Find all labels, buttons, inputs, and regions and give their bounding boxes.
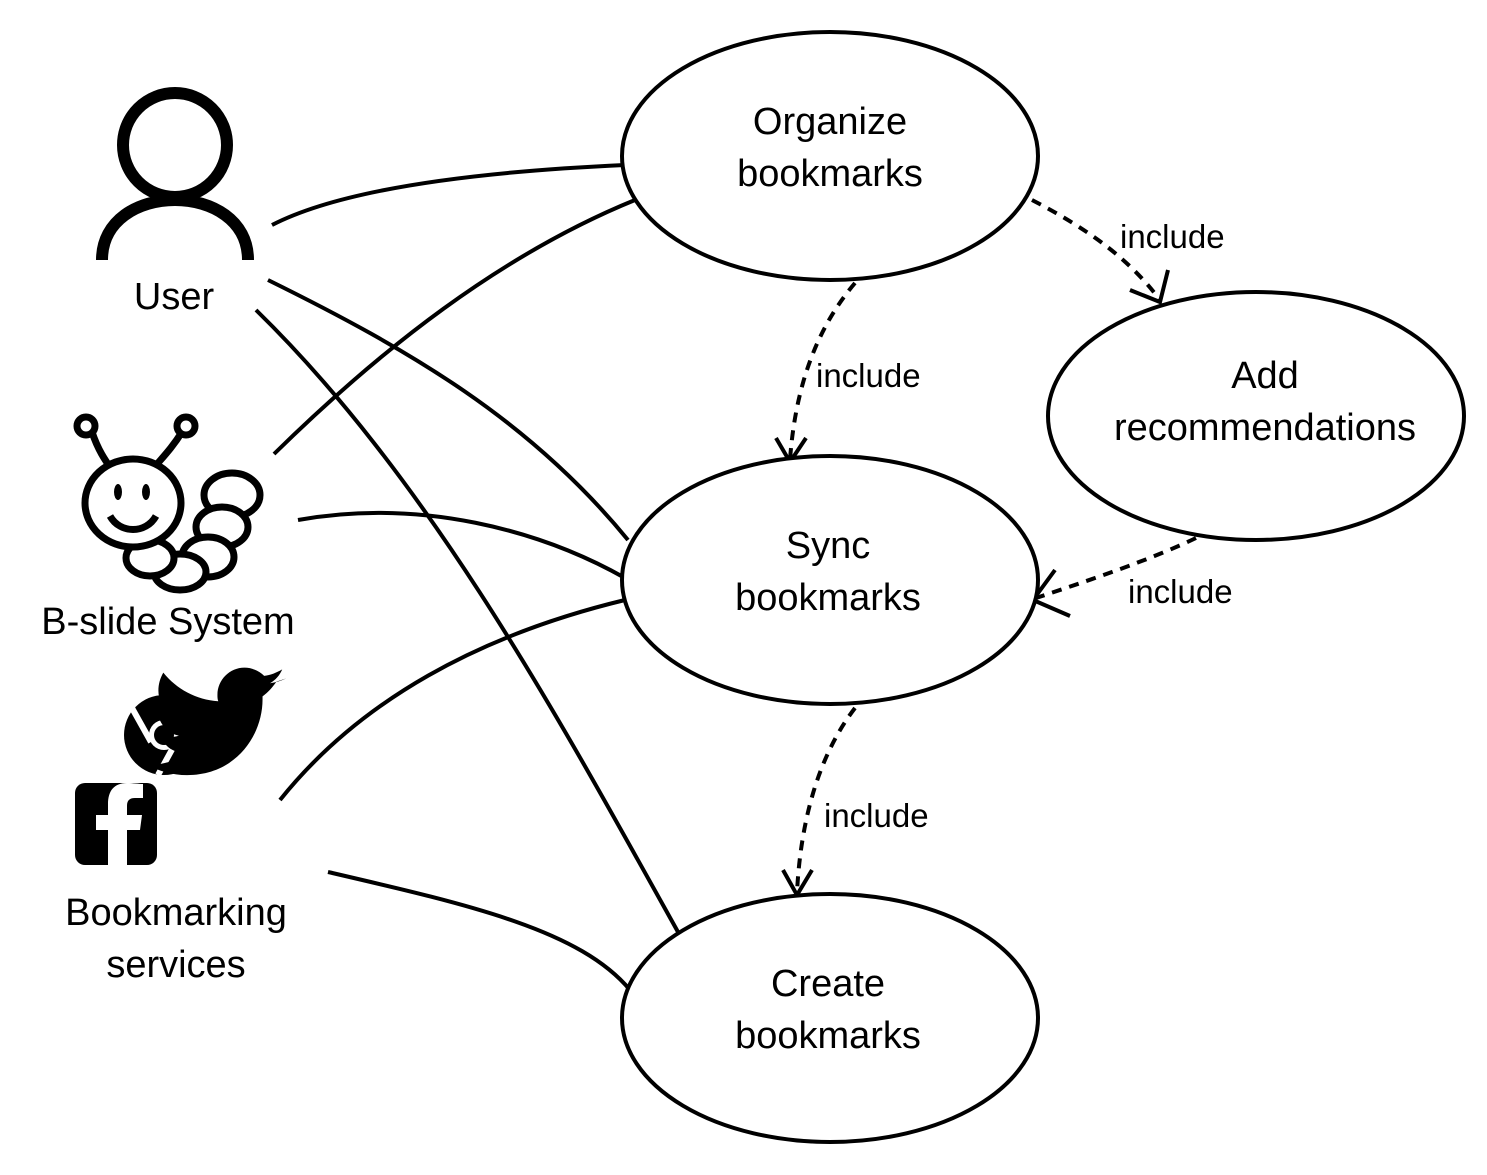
use-case-organize-line1: Organize	[753, 101, 907, 143]
include-label-organize-sync: include	[816, 357, 921, 394]
assoc-user-create	[254, 308, 680, 933]
use-case-organize-line2: bookmarks	[737, 153, 923, 195]
assoc-services-create	[327, 870, 632, 992]
use-case-sync-line1: Sync	[786, 525, 870, 567]
actor-services-label-line1: Bookmarking	[65, 892, 287, 934]
use-case-organize-ellipse	[620, 30, 1040, 282]
actor-services: Bookmarking services	[65, 667, 287, 986]
include-line-sync-create	[795, 706, 857, 894]
use-case-organize: Organize bookmarks	[620, 30, 1040, 282]
facebook-icon	[75, 783, 157, 865]
actor-user-label: User	[134, 276, 215, 318]
include-line-add-sync	[1035, 536, 1197, 600]
use-case-add-line2: recommendations	[1114, 407, 1416, 449]
associations	[254, 163, 680, 992]
use-case-sync: Sync bookmarks	[620, 454, 1040, 706]
actor-bslide-label: B-slide System	[41, 601, 294, 643]
use-case-create-ellipse	[620, 892, 1040, 1144]
include-line-organize-add	[1031, 198, 1162, 302]
include-label-organize-add: include	[1120, 218, 1225, 255]
assoc-bslide-sync	[297, 510, 626, 580]
use-case-add-ellipse	[1046, 290, 1466, 542]
use-case-sync-ellipse	[620, 454, 1040, 706]
assoc-user-sync	[267, 278, 630, 542]
twitter-icon	[146, 667, 287, 776]
use-case-sync-line2: bookmarks	[735, 577, 921, 619]
include-line-organize-sync	[788, 281, 857, 461]
use-case-create-line1: Create	[771, 963, 885, 1005]
include-label-sync-create: include	[824, 797, 929, 834]
use-case-add-recommendations: Add recommendations	[1046, 290, 1466, 542]
include-arrowhead-add	[1129, 269, 1170, 305]
assoc-bslide-organize	[272, 198, 636, 456]
actor-bslide: B-slide System	[41, 413, 295, 643]
assoc-services-sync	[278, 598, 626, 802]
user-icon	[96, 87, 254, 261]
use-case-create: Create bookmarks	[620, 892, 1040, 1144]
include-label-add-sync: include	[1128, 573, 1233, 610]
use-case-add-line1: Add	[1231, 355, 1299, 397]
actor-user: User	[96, 87, 254, 318]
assoc-user-organize	[271, 163, 626, 227]
caterpillar-icon	[73, 413, 264, 594]
actor-services-label-line2: services	[106, 944, 245, 986]
use-case-create-line2: bookmarks	[735, 1015, 921, 1057]
